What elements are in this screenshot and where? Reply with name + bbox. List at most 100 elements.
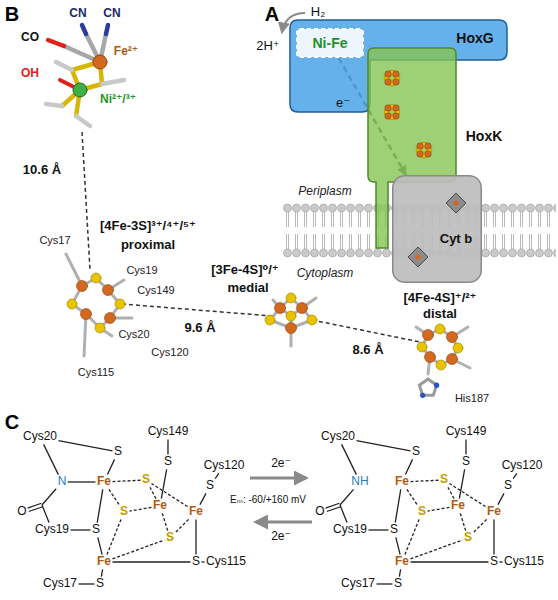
subunit-name: HoxK [466,128,503,144]
atom-label: S [462,455,470,469]
double-bond [29,507,43,512]
atom-label: Fe [395,555,409,569]
covalent-bond [340,505,347,523]
atom-label: S [164,455,172,469]
cluster-label: [4Fe-3S]³⁺/⁴⁺/⁵⁺ [100,219,196,234]
covalent-bond [493,519,494,554]
node-shape [392,175,482,283]
distance-label: 9.6 Å [184,321,215,336]
atom-label: Cys115 [206,555,246,569]
electron-label: 2e⁻ [271,530,291,544]
subunit-name: HoxG [456,30,493,46]
atom-label: Cys20 [23,430,57,444]
atom-label: S [166,531,174,545]
covalent-bond [167,439,168,454]
residue-label: Cys115 [78,366,114,379]
redox-arrow [250,477,306,480]
covalent-bond [195,519,196,554]
coordination-bond [474,519,487,532]
atom-label: Fe [395,475,409,489]
atom-label: S [120,505,128,519]
atom-label: Cys19 [333,523,367,537]
coordination-bond [176,519,189,532]
coordination-bond [130,507,152,511]
atom-label: Fe [97,555,111,569]
coordination-bond [107,519,121,554]
atom-label: S [96,577,104,591]
proximal-cluster [66,254,132,356]
residue-label: Cys120 [151,346,188,359]
covalent-bond [98,537,102,554]
distal-cluster [416,324,470,398]
atom-label: Cys19 [35,523,69,537]
coordination-bond [113,540,165,559]
covalent-bond [377,583,393,584]
residue-label: Cys17 [39,234,70,247]
coordination-bond [411,480,439,481]
cluster-label: medial [227,281,268,296]
covalent-bond [71,529,91,530]
cluster-label: distal [423,307,457,322]
covalent-bond [42,505,49,523]
covalent-bond [202,561,205,562]
distance-line [82,132,90,270]
covalent-bond [107,459,114,474]
compartment-label: Cytoplasm [297,267,354,281]
distance-label: 10.6 Å [23,163,61,178]
atom-label: S [490,555,498,569]
compartment-label: Periplasm [298,185,351,199]
coordination-bond [428,507,450,511]
cluster-label: [3Fe-4S]⁰/⁺ [211,263,278,278]
atom-label: S [464,531,472,545]
atom-label: S [394,577,402,591]
active-site-box: Ni-Fe [296,28,364,58]
potential-label: Eₘ: -60/+160 mV [230,494,306,506]
covalent-bond [200,493,206,504]
cluster-label: [4Fe-4S]⁺/²⁺ [404,291,477,306]
coordination-bond [162,513,167,530]
atom-label: S [440,473,448,487]
covalent-bond [369,529,389,530]
ligand-label: OH [21,67,39,81]
atom-label: Cys17 [43,577,77,591]
coordination-bond [411,540,463,559]
coordination-bond [405,519,419,554]
covalent-bond [498,493,504,504]
substrate-label: H₂ [311,5,325,20]
residue-label: Cys19 [126,264,157,277]
atom-label: S [114,445,122,459]
atom-label: S [418,505,426,519]
covalent-bond [396,537,400,554]
covalent-bond [161,469,166,498]
covalent-bond [42,489,56,505]
distance-line [122,304,272,316]
covalent-bond [113,561,191,562]
covalent-bond [399,569,400,576]
atom-label: S [142,473,150,487]
atom-label: N [58,475,67,489]
covalent-bond [68,481,96,482]
atom-label: Cys115 [504,555,544,569]
atom-label: O [315,505,324,519]
covalent-bond [101,569,102,576]
atom-label: Fe [451,499,465,513]
atom-label: Cys20 [321,430,355,444]
covalent-bond [405,459,412,474]
redox-arrow [256,521,312,524]
atom-label: S [412,445,420,459]
covalent-bond [79,583,95,584]
covalent-bond [411,561,489,562]
atom-label: Fe [189,505,203,519]
coordination-bond [113,480,141,481]
covalent-bond [59,441,113,451]
atom-label: Cys149 [148,425,189,439]
electron-label: 2e⁻ [271,457,291,471]
metal-center [46,25,124,126]
ligand-label: CN [69,7,86,21]
panel-letter: A [265,3,279,26]
residue-label: His187 [455,392,489,405]
metal-label: Fe²⁺ [114,45,138,59]
atom-label: Cys17 [341,577,375,591]
covalent-bond [340,489,354,505]
cluster-label: proximal [121,238,175,253]
